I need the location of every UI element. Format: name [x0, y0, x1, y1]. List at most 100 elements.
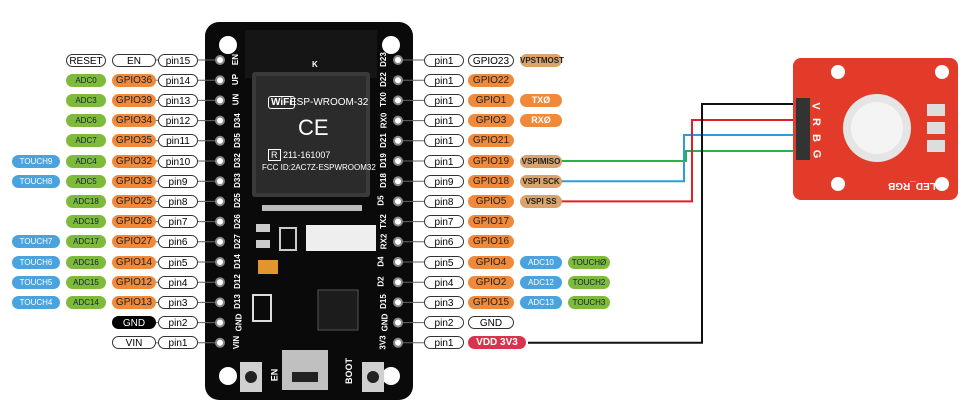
gpio-label: GPIO2 [468, 275, 514, 289]
gpio-label: GPIO25 [112, 194, 156, 208]
mount-hole [382, 36, 400, 54]
pin-number-label: pin2 [158, 316, 198, 330]
header-silk-label: D26 [232, 213, 242, 229]
gpio-label: GPIO27 [112, 235, 156, 249]
pin-number-label: pin5 [158, 255, 198, 269]
pin-number-label: pin4 [158, 275, 198, 289]
header-pin-hole [215, 216, 225, 227]
header-silk-label: 3V3 [378, 335, 388, 350]
header-silk-label: UP [231, 74, 241, 86]
gpio-label: GPIO12 [112, 275, 156, 289]
adc-label: ADC3 [66, 93, 106, 107]
r-mark: R [268, 149, 281, 161]
pin-number-label: pin1 [424, 134, 464, 148]
pin-number-label: pin3 [424, 295, 464, 309]
touch-label: TOUCH3 [568, 295, 610, 309]
ce-mark: CE [298, 115, 329, 140]
header-silk-label: D15 [378, 294, 388, 310]
gpio-label: GPIO14 [112, 255, 156, 269]
led-title: LED_RGB [888, 180, 936, 191]
header-silk-label: GND [234, 313, 244, 331]
adc-label: ADC12 [520, 275, 562, 289]
header-silk-label: D21 [378, 132, 388, 148]
header-silk-label: GND [380, 313, 390, 331]
gpio-label: GPIO39 [112, 93, 156, 107]
header-pin-hole [215, 176, 225, 187]
touch-label: TOUCH6 [12, 255, 60, 269]
pin-number-label: pin7 [158, 215, 198, 229]
adc-label: ADC0 [66, 73, 106, 87]
function-label: VSPI SS [520, 194, 562, 208]
k-mark: K [312, 60, 318, 69]
header-silk-label: VIN [232, 335, 242, 349]
antenna-area [245, 30, 377, 78]
gpio-label: GPIO21 [468, 134, 514, 148]
touch-label: TOUCH4 [12, 295, 60, 309]
header-pin-hole [393, 135, 403, 146]
mount-hole [219, 367, 237, 385]
function-label: TXØ [520, 93, 562, 107]
gpio-label: GPIO19 [468, 154, 514, 168]
gpio-label: GPIO32 [112, 154, 156, 168]
en-button-cap[interactable] [245, 371, 257, 383]
header-silk-label: UN [231, 94, 241, 106]
header-silk-label: D25 [232, 193, 242, 209]
function-label: RXØ [520, 114, 562, 128]
header-silk-label: D19 [378, 153, 388, 168]
tantalum-capacitor [258, 260, 278, 274]
adc-label: ADC15 [66, 275, 106, 289]
header-pin-hole [215, 95, 225, 106]
header-silk-label: D2 [376, 276, 386, 287]
header-pin-hole [215, 317, 225, 328]
header-pin-hole [215, 135, 225, 146]
gpio-label: GND [112, 316, 156, 330]
boot-button-cap[interactable] [367, 371, 379, 383]
header-silk-label: D27 [232, 233, 242, 249]
function-label: VSPIMISO [520, 154, 562, 168]
adc-label: ADC10 [520, 255, 562, 269]
gpio-label: GPIO22 [468, 73, 514, 87]
touch-label: TOUCH2 [568, 275, 610, 289]
vdd-3v3-label: VDD 3V3 [468, 336, 526, 350]
gpio-label: GPIO4 [468, 255, 514, 269]
gpio-label: GPIO5 [468, 194, 514, 208]
gpio-label: GPIO35 [112, 134, 156, 148]
gpio-label: GPIO33 [112, 174, 156, 188]
pin-number-label: pin9 [424, 174, 464, 188]
led-pin-label-g: G [810, 149, 823, 159]
header-pin-hole [393, 196, 403, 207]
wire-red-r [560, 119, 800, 203]
module-shield-inner [256, 76, 366, 193]
boot-button-label: BOOT [344, 358, 354, 384]
pin-number-label: pin4 [424, 275, 464, 289]
adc-label: ADC13 [520, 295, 562, 309]
pin-number-label: pin6 [424, 235, 464, 249]
pin-number-label: pin3 [158, 295, 198, 309]
header-pin-hole [215, 236, 225, 247]
header-pin-hole [393, 216, 403, 227]
header-silk-label: D33 [232, 173, 242, 189]
header-pin-hole [393, 257, 403, 267]
header-silk-label: TX0 [378, 92, 388, 108]
header-silk-label: D18 [378, 173, 388, 189]
pin-number-label: pin1 [158, 336, 198, 350]
pin-number-label: pin1 [424, 336, 464, 350]
adc-label: ADC18 [66, 194, 106, 208]
wire-black-v [528, 103, 800, 344]
smd-component [306, 225, 376, 251]
led-pin-label-b: B [809, 134, 822, 142]
adc-label: ADC17 [66, 235, 106, 249]
usb-chip [317, 289, 359, 331]
mount-hole [382, 367, 400, 385]
usb-connector [282, 350, 328, 390]
header-pin-hole [215, 337, 225, 348]
header-silk-label: D5 [376, 195, 386, 207]
pin-number-label: pin14 [158, 73, 198, 87]
pin-number-label: pin1 [424, 53, 464, 67]
wire-blue-b [560, 134, 800, 183]
touch-label: TOUCH8 [12, 174, 60, 188]
header-pin-hole [393, 75, 403, 86]
header-silk-label: D34 [232, 112, 242, 128]
touch-label: TOUCHØ [568, 255, 610, 269]
